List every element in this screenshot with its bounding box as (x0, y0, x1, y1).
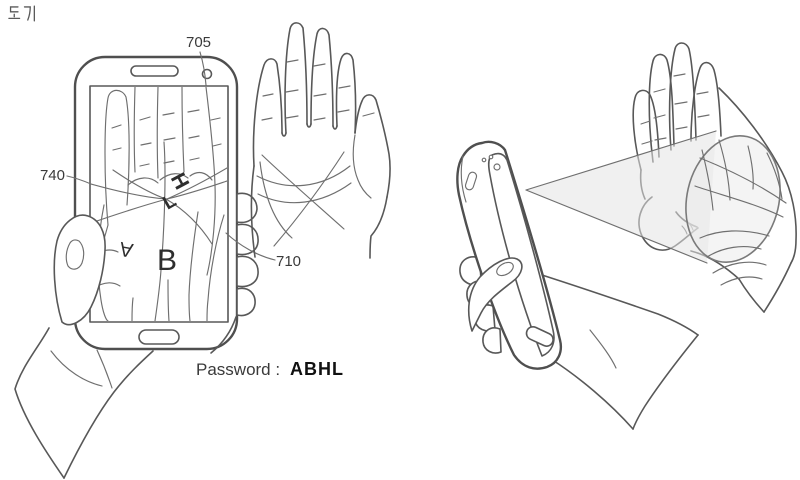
screen-palm-lines (91, 141, 227, 321)
left-phone-home-button (138, 329, 180, 345)
screen-palm-image (91, 87, 227, 321)
right-phone-screen (487, 152, 555, 357)
left-open-palm-hand (250, 22, 391, 259)
figure-label-korean (8, 5, 35, 22)
right-phone-sensor-dot2 (488, 154, 494, 160)
thumb-nail (65, 239, 85, 270)
leader-line-705 (199, 51, 207, 86)
right-phone (456, 140, 562, 370)
scan-ellipse (685, 134, 787, 286)
scanned-palm-lines (694, 139, 787, 286)
thumb-nail (496, 261, 514, 277)
right-phone-sensor-dot (481, 157, 487, 163)
right-figure (456, 42, 797, 430)
screen-finger-creases (111, 109, 222, 167)
password-label: Password : (196, 360, 280, 379)
left-holding-hand-thumb (53, 214, 106, 326)
scan-cone (525, 130, 717, 264)
hangul-do-stroke (8, 6, 21, 20)
ref-label-710: 710 (276, 253, 301, 270)
password-mark-b: B (157, 244, 177, 277)
password-value: ABHL (290, 359, 344, 379)
ref-label-740: 740 (40, 167, 65, 184)
left-holding-hand-wrist (14, 327, 154, 479)
right-phone-home-button (525, 325, 554, 347)
leader-line-710 (225, 232, 276, 261)
leader-lines (66, 51, 276, 261)
hangul-gi-stroke (23, 5, 35, 22)
password-mark-a: A (117, 237, 135, 261)
left-phone-speaker (130, 65, 179, 77)
right-phone-camera (493, 163, 501, 171)
left-figure: H L A B 705 740 710 (14, 22, 391, 479)
ref-label-705: 705 (186, 34, 211, 51)
right-holding-hand-thumb (467, 257, 523, 332)
leader-line-740 (66, 175, 92, 185)
left-open-palm-lines (256, 59, 375, 247)
left-phone (73, 55, 239, 351)
right-phone-speaker (464, 171, 478, 191)
